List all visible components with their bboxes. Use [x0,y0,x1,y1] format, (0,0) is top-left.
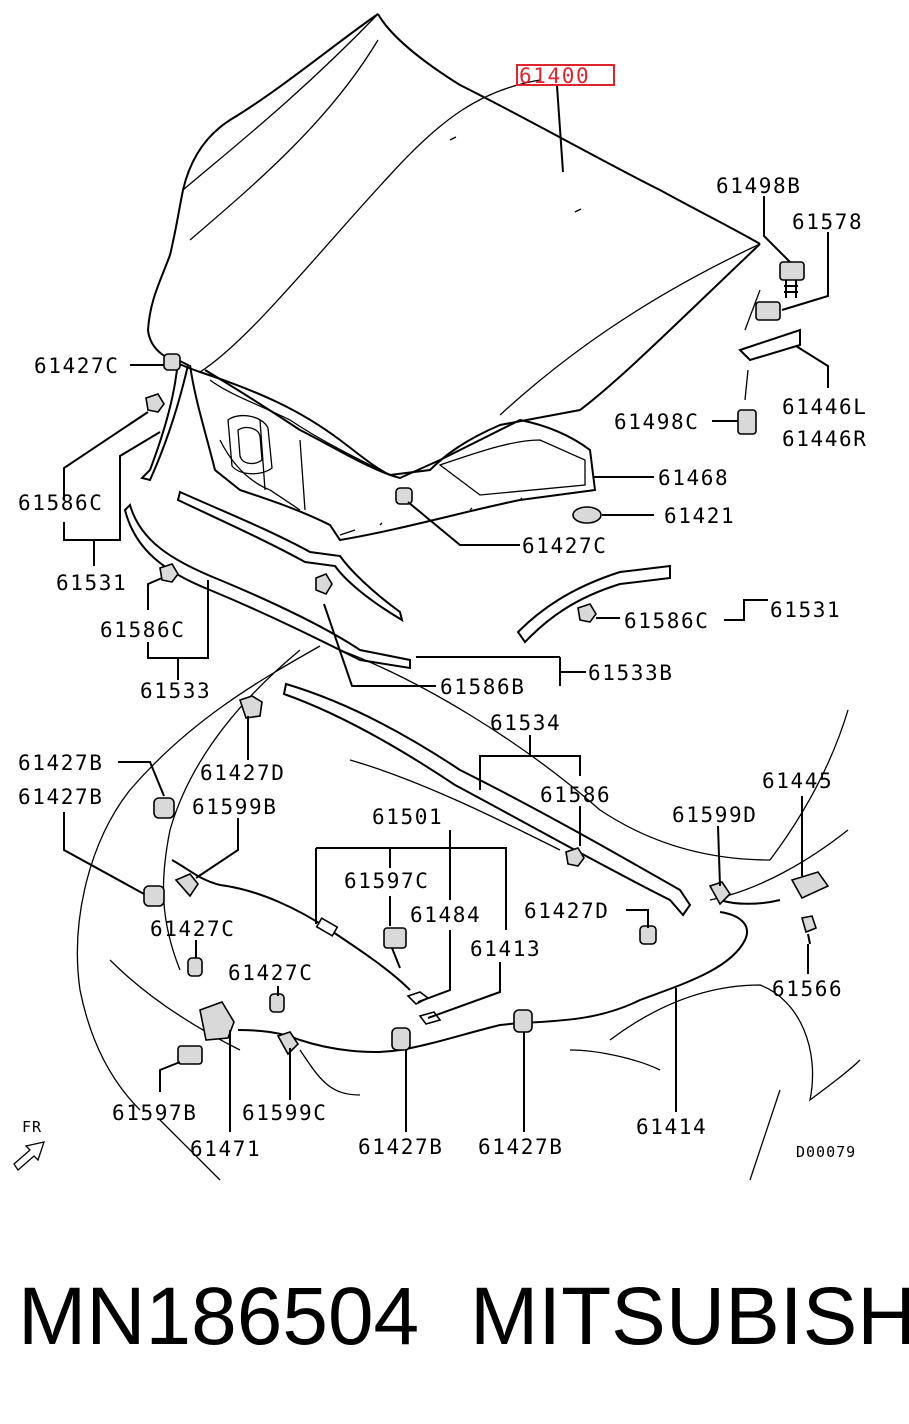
label-61586c-right[interactable]: 61586C [624,609,709,633]
label-61531-right[interactable]: 61531 [770,598,841,622]
label-61534[interactable]: 61534 [490,711,561,735]
label-61586b[interactable]: 61586B [440,675,525,699]
label-61427c-low2[interactable]: 61427C [228,961,313,985]
label-61501[interactable]: 61501 [372,805,443,829]
label-61427c-low1[interactable]: 61427C [150,917,235,941]
label-61445[interactable]: 61445 [762,769,833,793]
label-61533[interactable]: 61533 [140,679,211,703]
label-61414[interactable]: 61414 [636,1115,707,1139]
label-61597c[interactable]: 61597C [344,869,429,893]
callout-labels: 61400 61498B 61578 61446L 61446R 61498C … [18,64,867,1161]
label-61498c[interactable]: 61498C [614,410,699,434]
label-61597b[interactable]: 61597B [112,1101,197,1125]
label-61531-left[interactable]: 61531 [56,571,127,595]
hood-panel-drawing [140,13,761,542]
label-61586c-left[interactable]: 61586C [18,491,103,515]
leader-lines [63,85,829,1132]
brand-name: MITSUBISHI [470,1271,909,1362]
small-parts-drawing [13,261,830,1171]
label-61599c[interactable]: 61599C [242,1101,327,1125]
label-61400[interactable]: 61400 [519,64,590,88]
label-fr: FR [22,1118,42,1136]
seal-strips-drawing [76,490,861,1181]
label-61413[interactable]: 61413 [470,937,541,961]
label-61446r[interactable]: 61446R [782,427,867,451]
label-61427b-low1[interactable]: 61427B [358,1135,443,1159]
footer: MN186504 MITSUBISHI [0,1262,909,1372]
parts-diagram: 61400 61498B 61578 61446L 61446R 61498C … [13,13,867,1181]
release-cable-drawing [171,859,781,1053]
label-61533b[interactable]: 61533B [588,661,673,685]
part-number: MN186504 [18,1271,420,1362]
label-61586c-mid[interactable]: 61586C [100,618,185,642]
label-61427b-a[interactable]: 61427B [18,751,103,775]
label-61566[interactable]: 61566 [772,977,843,1001]
label-61599d[interactable]: 61599D [672,803,757,827]
label-61578[interactable]: 61578 [792,210,863,234]
label-61427d-right[interactable]: 61427D [524,899,609,923]
label-61484[interactable]: 61484 [410,903,481,927]
label-61427c-left[interactable]: 61427C [34,354,119,378]
label-61468[interactable]: 61468 [658,466,729,490]
label-61421[interactable]: 61421 [664,504,735,528]
label-61446l[interactable]: 61446L [782,395,867,419]
label-61427b-b[interactable]: 61427B [18,785,103,809]
label-61498b[interactable]: 61498B [716,174,801,198]
label-61427b-low2[interactable]: 61427B [478,1135,563,1159]
highlight-box [516,64,615,86]
label-61599b[interactable]: 61599B [192,795,277,819]
drawing-code: D00079 [796,1143,856,1161]
label-61427d-left[interactable]: 61427D [200,761,285,785]
label-61471[interactable]: 61471 [190,1137,261,1161]
label-61586[interactable]: 61586 [540,783,611,807]
label-61427c-top[interactable]: 61427C [522,534,607,558]
